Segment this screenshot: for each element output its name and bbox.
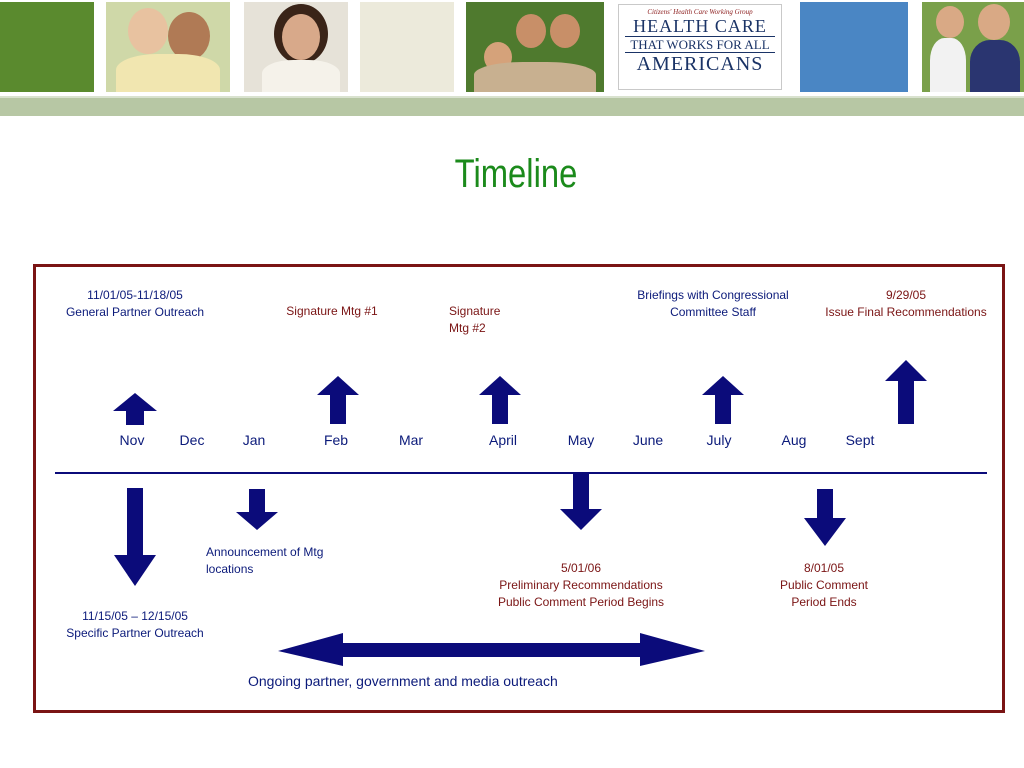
event-public-comment-ends: 8/01/05 Public Comment Period Ends	[764, 560, 884, 611]
event-public-comment-ends-line2: Public Comment	[779, 578, 869, 592]
up-arrow-congressional-briefings	[702, 376, 744, 424]
up-arrow-signature-mtg-2	[479, 376, 521, 424]
logo-line-2: THAT WORKS FOR ALL	[625, 36, 775, 53]
month-july: July	[706, 432, 732, 448]
event-preliminary-recommendations-date: 5/01/06	[560, 561, 602, 575]
event-congressional-briefings-line2: Committee Staff	[670, 305, 756, 319]
ongoing-double-arrow	[278, 633, 705, 666]
event-general-outreach-date: 11/01/05-11/18/05	[87, 288, 183, 302]
logo-line-3: AMERICANS	[636, 53, 764, 75]
event-mtg-locations: Announcement of Mtg locations	[206, 544, 323, 578]
event-public-comment-ends-line3: Period Ends	[791, 595, 857, 609]
header-banner: Citizens' Health Care Working Group HEAL…	[0, 0, 1024, 96]
month-june: June	[632, 432, 664, 448]
event-specific-outreach-date: 11/15/05 – 12/15/05	[82, 609, 188, 623]
event-congressional-briefings-line1: Briefings with Congressional	[637, 288, 789, 302]
logo-line-1: HEALTH CARE	[633, 16, 767, 36]
event-specific-outreach-text: Specific Partner Outreach	[66, 626, 204, 640]
down-arrow-public-comment-ends	[804, 489, 846, 546]
beige-block	[360, 2, 454, 92]
event-signature-mtg-2-line1: Signature	[449, 304, 501, 318]
event-final-recommendations: 9/29/05 Issue Final Recommendations	[822, 287, 990, 321]
banner-divider	[0, 96, 1024, 98]
month-feb: Feb	[323, 432, 349, 448]
woman-photo	[244, 2, 348, 92]
event-general-outreach-text: General Partner Outreach	[65, 305, 205, 319]
event-mtg-locations-line2: locations	[206, 562, 254, 576]
down-arrow-specific-outreach	[114, 488, 156, 586]
banner-band	[0, 98, 1024, 116]
event-congressional-briefings: Briefings with Congressional Committee S…	[628, 287, 798, 321]
event-signature-mtg-2: Signature Mtg #2	[449, 303, 500, 337]
children-photo	[466, 2, 604, 92]
month-nov: Nov	[119, 432, 145, 448]
up-arrow-signature-mtg-1	[317, 376, 359, 424]
event-final-recommendations-text: Issue Final Recommendations	[825, 305, 987, 319]
down-arrow-preliminary-recommendations	[560, 474, 602, 530]
ongoing-outreach-label: Ongoing partner, government and media ou…	[248, 673, 558, 689]
month-dec: Dec	[179, 432, 205, 448]
event-general-outreach: 11/01/05-11/18/05 General Partner Outrea…	[60, 287, 210, 321]
logo: Citizens' Health Care Working Group HEAL…	[618, 4, 782, 90]
month-sept: Sept	[845, 432, 875, 448]
event-public-comment-ends-date: 8/01/05	[803, 561, 845, 575]
up-arrow-general-outreach	[113, 393, 157, 425]
page-title: Timeline	[454, 152, 578, 196]
month-mar: Mar	[398, 432, 424, 448]
event-signature-mtg-2-line2: Mtg #2	[449, 321, 486, 335]
logo-tagline: Citizens' Health Care Working Group	[647, 8, 753, 16]
month-may: May	[567, 432, 595, 448]
month-aug: Aug	[781, 432, 807, 448]
event-final-recommendations-date: 9/29/05	[885, 288, 927, 302]
down-arrow-mtg-locations	[236, 489, 278, 530]
event-signature-mtg-1: Signature Mtg #1	[272, 303, 392, 320]
event-specific-outreach: 11/15/05 – 12/15/05 Specific Partner Out…	[60, 608, 210, 642]
event-preliminary-recommendations-line2: Preliminary Recommendations	[499, 578, 663, 592]
event-preliminary-recommendations: 5/01/06 Preliminary Recommendations Publ…	[491, 560, 671, 611]
event-preliminary-recommendations-line3: Public Comment Period Begins	[497, 595, 665, 609]
grandfather-child-photo	[922, 2, 1024, 92]
up-arrow-final-recommendations	[885, 360, 927, 424]
month-jan: Jan	[242, 432, 266, 448]
event-signature-mtg-1-text: Signature Mtg #1	[286, 304, 378, 318]
green-block	[0, 2, 94, 92]
blue-block	[800, 2, 908, 92]
event-mtg-locations-line1: Announcement of Mtg	[206, 545, 324, 559]
elderly-couple-photo	[106, 2, 230, 92]
timeline-frame	[33, 264, 1005, 713]
month-april: April	[488, 432, 518, 448]
